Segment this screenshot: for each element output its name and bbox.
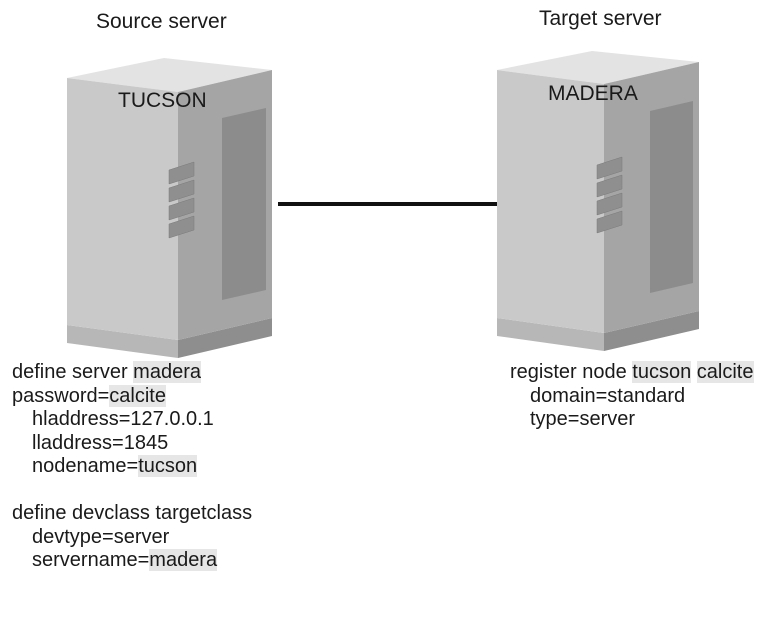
- command-text: type=server: [530, 408, 636, 430]
- highlighted-value: tucson: [632, 361, 692, 383]
- command-line: hladdress=127.0.0.1: [12, 408, 252, 432]
- blank-line: [12, 479, 252, 503]
- source-vent-slots: [168, 161, 195, 239]
- command-line: nodename=tucson: [12, 455, 252, 479]
- command-line: devtype=server: [12, 526, 252, 550]
- command-line: type=server: [510, 408, 754, 432]
- command-text: domain=standard: [530, 384, 686, 407]
- source-server-label: Source server: [96, 10, 227, 33]
- highlighted-value: madera: [149, 549, 218, 571]
- command-text: servername=: [32, 549, 150, 571]
- command-text: lladdress=1845: [32, 431, 169, 454]
- target-server-label: Target server: [539, 7, 662, 30]
- target-server-tower: MADERA: [497, 51, 699, 351]
- command-line: lladdress=1845: [12, 432, 252, 456]
- command-line: register node tucson calcite: [510, 361, 754, 385]
- command-line: password=calcite: [12, 384, 252, 409]
- command-text: hladdress=127.0.0.1: [32, 408, 214, 430]
- highlighted-value: calcite: [109, 384, 166, 407]
- source-server-tower: TUCSON: [67, 58, 272, 358]
- target-server-name: MADERA: [548, 82, 638, 105]
- highlighted-value: madera: [133, 361, 201, 383]
- command-text: nodename=: [32, 455, 139, 477]
- command-text: password=: [12, 384, 110, 407]
- command-line: define devclass targetclass: [12, 502, 252, 526]
- highlighted-value: calcite: [696, 361, 754, 383]
- highlighted-value: tucson: [138, 455, 198, 477]
- command-line: define server madera: [12, 361, 252, 385]
- command-text: define devclass targetclass: [12, 502, 253, 524]
- target-vent-slots: [596, 156, 623, 234]
- command-text: [691, 361, 697, 383]
- command-text: devtype=server: [32, 525, 170, 548]
- command-text: define server: [12, 361, 134, 383]
- source-server-name: TUCSON: [118, 89, 207, 112]
- command-line: servername=madera: [12, 549, 252, 573]
- command-line: domain=standard: [510, 385, 754, 409]
- command-text: register node: [510, 361, 633, 383]
